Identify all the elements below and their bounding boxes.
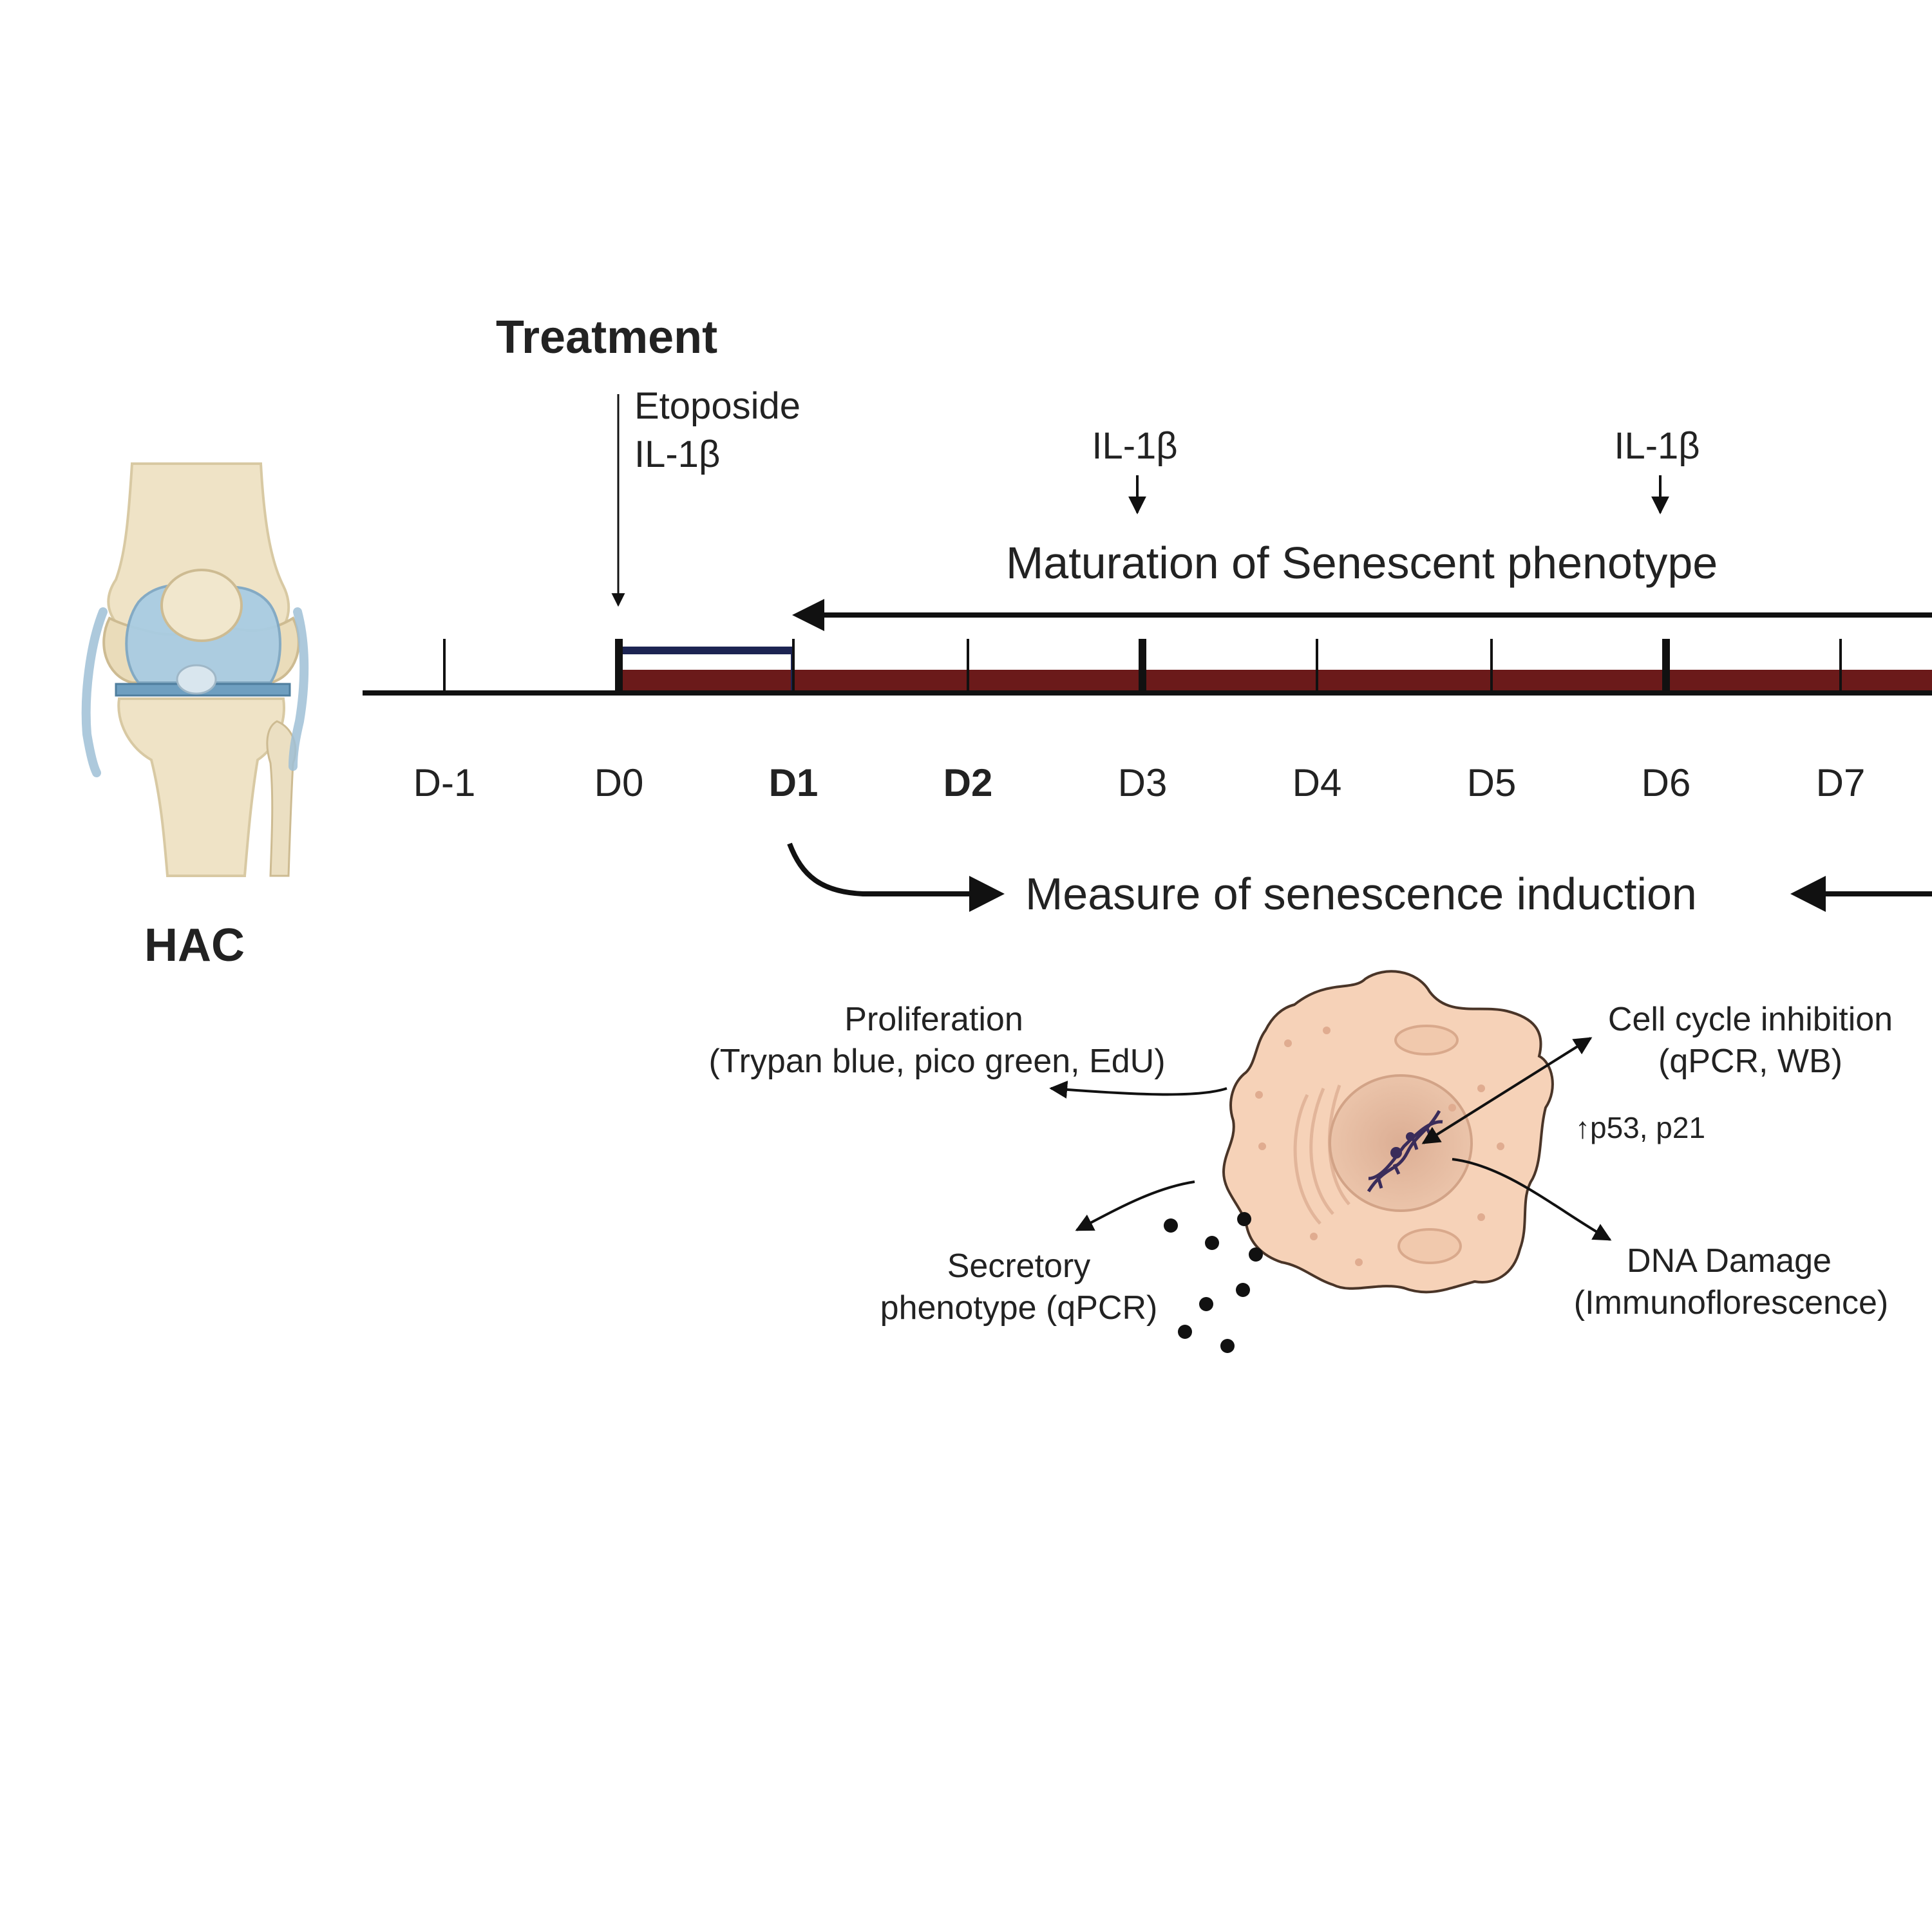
cell-cycle-arrow [1421,1037,1593,1144]
timeline-day-label: D7 [1816,761,1866,804]
proliferation-methods: (Trypan blue, pico green, EdU) [708,1043,1165,1080]
proliferation-arrow [1049,1081,1227,1099]
treatment-title: Treatment [496,312,717,363]
maturation-label: Maturation of Senescent phenotype [1006,538,1718,588]
p53-p21-markers: ↑p53, p21 [1575,1111,1705,1144]
secreted-factors [1164,1212,1263,1353]
timeline-day-label: D3 [1118,761,1168,804]
dna-damage-methods: (Immunoflorescence) [1574,1284,1888,1321]
d0-agent-il1b: IL-1β [634,433,720,475]
timeline-day-label: D1 [769,761,819,804]
nucleus [1329,1074,1473,1212]
lateral-ligament [289,607,309,771]
measure-arrowhead-left [969,876,1005,912]
cell-cycle-methods: (qPCR, WB) [1658,1043,1842,1080]
secretory-arrow [1075,1180,1195,1231]
timeline-day-labels: D-1 D0 D1 D2 D3 D4 D5 D6 D7 [413,761,1866,804]
dna-damage-focus [1390,1147,1402,1159]
mitochondrion [1397,1228,1462,1264]
knee-joint-illustration [81,462,309,877]
secretory-title: Secretory [947,1247,1091,1285]
d0-agent-etoposide: Etoposide [634,385,800,427]
dna-damage-focus [1406,1132,1415,1141]
tibia-bone [117,697,285,877]
medial-ligament [81,607,108,777]
er-membrane [1293,1094,1321,1225]
patella [160,569,243,642]
senescent-cell-illustration [1164,970,1554,1353]
d6-agent-il1b: IL-1β [1614,425,1700,467]
timeline: D-1 D0 D1 D2 D3 D4 D5 D6 D7 [363,639,1932,804]
timeline-day-label: D6 [1642,761,1691,804]
timeline-day-label: D4 [1293,761,1342,804]
measure-label: Measure of senescence induction [1025,869,1697,919]
dna-damage-title: DNA Damage [1627,1242,1832,1280]
secretory-methods: phenotype (qPCR) [880,1289,1158,1327]
timeline-day-label: D-1 [413,761,476,804]
hac-label: HAC [144,920,245,971]
mitochondrion [1394,1025,1459,1056]
timeline-day-label: D0 [594,761,644,804]
d3-agent-il1b: IL-1β [1092,425,1177,467]
etoposide-exposure-bar [618,647,792,654]
maturation-arrowhead [792,599,824,631]
timeline-day-label: D5 [1467,761,1517,804]
timeline-day-label: D2 [943,761,993,804]
cell-cycle-title: Cell cycle inhibition [1608,1001,1893,1038]
treatment-duration-bar [618,670,1932,690]
dna-damage-arrow [1452,1158,1612,1241]
measure-arrowhead-right [1790,876,1826,912]
proliferation-title: Proliferation [844,1001,1023,1038]
joint-space [176,664,217,695]
er-membrane [1309,1088,1334,1215]
timeline-ticks [443,639,1842,693]
measure-curved-arrow [787,842,972,896]
